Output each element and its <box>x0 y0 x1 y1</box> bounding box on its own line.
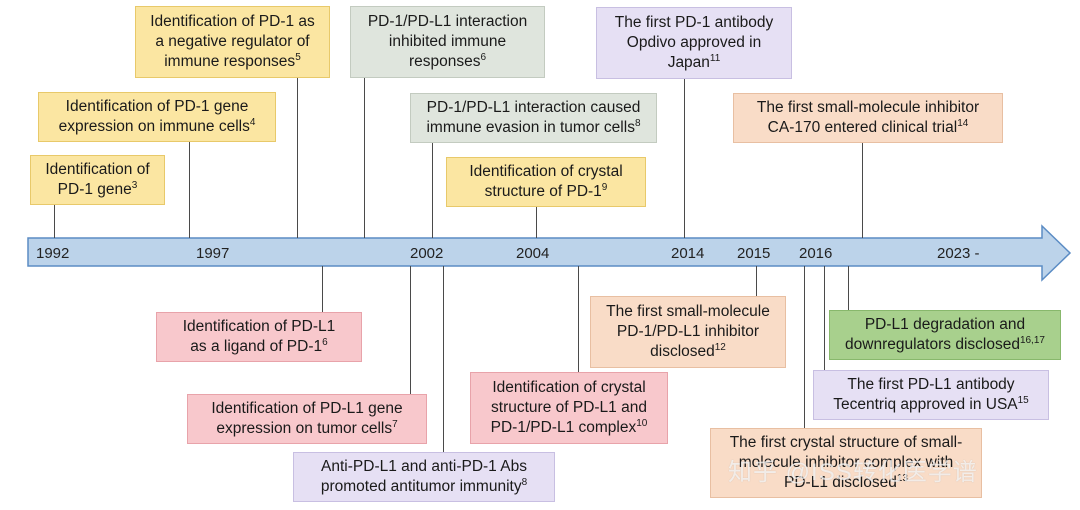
event-box-pdl1-expression: Identification of PD-L1 gene expression … <box>187 394 427 444</box>
year-label: 2015 <box>737 245 771 262</box>
reference-number: 6 <box>322 336 328 348</box>
connector-line <box>756 266 757 296</box>
reference-number: 7 <box>392 418 398 430</box>
event-text: inhibited immune <box>388 33 507 50</box>
event-box-first-small-molecule: The first small-molecule PD-1/PD-L1 inhi… <box>590 296 786 368</box>
event-text: PD-1/PD-L1 interaction caused <box>426 99 641 116</box>
connector-line <box>578 266 579 372</box>
event-text: responses6 <box>408 51 487 70</box>
event-text: Identification of crystal <box>469 163 623 180</box>
event-text: a negative regulator of <box>155 33 310 50</box>
event-text: immune responses5 <box>164 51 301 70</box>
connector-line <box>54 205 55 238</box>
event-text: Japan11 <box>667 52 721 71</box>
year-label: 1992 <box>36 245 70 262</box>
event-box-immune-evasion: PD-1/PD-L1 interaction caused immune eva… <box>410 93 657 143</box>
event-text: The first small-molecule <box>606 303 770 320</box>
connector-line <box>410 266 411 395</box>
event-text: The first small-molecule inhibitor <box>756 99 980 116</box>
event-text: Identification of PD-1 gene <box>65 98 249 115</box>
connector-line <box>684 79 685 238</box>
connector-line <box>862 143 863 238</box>
reference-number: 3 <box>131 179 138 191</box>
event-text: The first crystal structure of small- <box>729 434 963 451</box>
reference-number: 12 <box>714 341 726 353</box>
event-text: CA-170 entered clinical trial14 <box>767 117 969 136</box>
event-box-interaction-inhibited: PD-1/PD-L1 interaction inhibited immune … <box>350 6 545 78</box>
reference-number: 5 <box>295 51 301 63</box>
event-text: Identification of PD-L1 <box>182 318 336 335</box>
year-label: 2002 <box>410 245 444 262</box>
reference-number: 8 <box>521 476 528 488</box>
event-text: Tecentriq approved in USA15 <box>833 394 1029 413</box>
connector-line <box>848 266 849 310</box>
reference-number: 10 <box>636 417 648 429</box>
event-text: structure of PD-19 <box>484 181 608 200</box>
connector-line <box>824 266 825 370</box>
timeline-arrow-shape <box>27 224 1072 282</box>
event-text: expression on tumor cells7 <box>216 418 398 437</box>
event-box-pd1-crystal: Identification of crystal structure of P… <box>446 157 646 207</box>
event-box-pdl1-ligand: Identification of PD-L1 as a ligand of P… <box>156 312 362 362</box>
event-text: PD-1/PD-L1 inhibitor <box>616 323 760 340</box>
connector-line <box>443 266 444 452</box>
event-text: structure of PD-L1 and <box>491 399 647 416</box>
watermark-text: 知乎 @ISS转化医学谱 <box>728 459 978 486</box>
event-text: Identification of PD-1 as <box>150 13 315 30</box>
reference-number: 15 <box>1017 394 1029 406</box>
event-box-degradation: PD-L1 degradation and downregulators dis… <box>829 310 1061 360</box>
reference-number: 13 <box>896 472 908 484</box>
year-label: 1997 <box>196 245 230 262</box>
connector-line <box>364 78 365 238</box>
reference-number: 4 <box>249 116 256 128</box>
connector-line <box>432 143 433 238</box>
event-text: disclosed12 <box>650 341 726 360</box>
event-text: Identification of PD-L1 gene <box>211 400 403 417</box>
connector-line <box>322 266 323 312</box>
event-text: The first PD-1 antibody <box>614 14 774 31</box>
reference-number: 6 <box>480 51 487 63</box>
event-text: PD-1 gene3 <box>57 179 138 198</box>
event-text: Anti-PD-L1 and anti-PD-1 Abs <box>321 458 527 475</box>
event-box-pd1-expression: Identification of PD-1 gene expression o… <box>38 92 276 142</box>
event-text: Identification of <box>45 161 150 178</box>
connector-line <box>536 207 537 238</box>
connector-line <box>189 142 190 238</box>
event-text: The first PD-L1 antibody <box>847 376 1015 393</box>
connector-line <box>297 78 298 238</box>
event-text: downregulators disclosed16,17 <box>845 334 1045 353</box>
event-text: immune evasion in tumor cells8 <box>426 117 641 136</box>
event-text: Identification of crystal <box>492 379 646 396</box>
reference-number: 16,17 <box>1019 334 1045 346</box>
event-box-pdl1-crystal: Identification of crystal structure of P… <box>470 372 668 444</box>
event-box-tecentriq: The first PD-L1 antibody Tecentriq appro… <box>813 370 1049 420</box>
event-text: PD-L1 degradation and <box>864 316 1026 333</box>
event-text: PD-L1 disclosed13 <box>784 472 908 491</box>
event-box-pd1-negative-regulator: Identification of PD-1 as a negative reg… <box>135 6 330 78</box>
year-label: 2014 <box>671 245 705 262</box>
event-text: PD-1/PD-L1 complex10 <box>490 417 648 436</box>
event-text: as a ligand of PD-16 <box>190 336 328 355</box>
event-box-crystal-complex: The first crystal structure of small- mo… <box>710 428 982 498</box>
event-box-pd1-gene: Identification of PD-1 gene3 <box>30 155 165 205</box>
event-text: expression on immune cells4 <box>58 116 256 135</box>
reference-number: 11 <box>709 52 721 64</box>
event-box-antibodies-antitumor: Anti-PD-L1 and anti-PD-1 Abs promoted an… <box>293 452 555 502</box>
year-label: 2023 - <box>937 245 980 262</box>
connector-line <box>804 266 805 428</box>
reference-number: 9 <box>601 181 608 193</box>
event-text: molecule inhibitor complex with <box>738 454 954 471</box>
event-text: PD-1/PD-L1 interaction <box>367 13 528 30</box>
event-box-opdivo: The first PD-1 antibody Opdivo approved … <box>596 7 792 79</box>
event-text: Opdivo approved in <box>626 34 762 51</box>
reference-number: 8 <box>634 117 641 129</box>
event-text: promoted antitumor immunity8 <box>320 476 528 495</box>
event-box-ca170: The first small-molecule inhibitor CA-17… <box>733 93 1003 143</box>
year-label: 2004 <box>516 245 550 262</box>
year-label: 2016 <box>799 245 833 262</box>
reference-number: 14 <box>957 117 969 129</box>
